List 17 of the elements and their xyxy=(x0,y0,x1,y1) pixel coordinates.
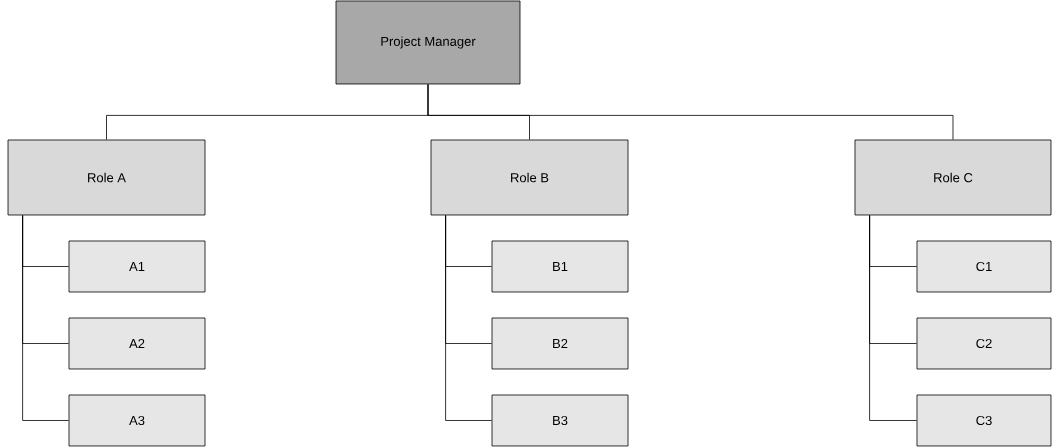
connector-line xyxy=(445,215,492,421)
connector-line xyxy=(427,84,954,140)
task-box: B1 xyxy=(491,240,629,293)
task-box: A3 xyxy=(68,394,206,447)
task-box: C3 xyxy=(916,394,1052,447)
role-box: Role C xyxy=(854,139,1052,216)
task-box: C2 xyxy=(916,317,1052,370)
role-box: Role A xyxy=(7,139,206,216)
manager-box: Project Manager xyxy=(335,0,521,85)
task-box: C1 xyxy=(916,240,1052,293)
role-box: Role B xyxy=(430,139,629,216)
task-box: A1 xyxy=(68,240,206,293)
task-box: B2 xyxy=(491,317,629,370)
connector-line xyxy=(22,215,70,421)
task-box: A2 xyxy=(68,317,206,370)
task-box: B3 xyxy=(491,394,629,447)
connector-line xyxy=(869,215,917,421)
